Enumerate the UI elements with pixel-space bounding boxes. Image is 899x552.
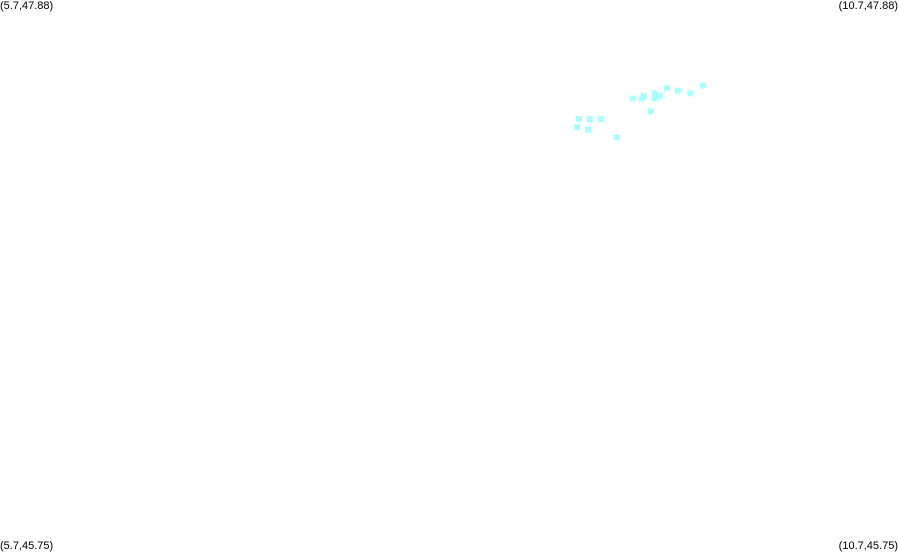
location-marker[interactable] [638,95,645,102]
location-marker[interactable] [629,95,636,102]
location-marker[interactable] [674,87,681,94]
location-marker[interactable] [664,85,671,92]
location-marker[interactable] [613,134,620,141]
corner-label-top-left: (5.7,47.88) [0,0,54,12]
location-marker[interactable] [576,116,582,123]
location-marker[interactable] [647,108,654,115]
corner-label-top-right: (10.7,47.88) [838,0,898,12]
location-marker[interactable] [651,95,658,102]
location-marker[interactable] [651,90,658,97]
location-marker[interactable] [586,116,593,123]
location-marker[interactable] [574,124,581,130]
corner-label-bottom-left: (5.7,45.75) [0,540,54,552]
location-marker[interactable] [687,90,694,97]
location-marker[interactable] [700,82,706,89]
corner-label-bottom-right: (10.7,45.75) [838,540,898,552]
location-marker[interactable] [597,116,604,123]
location-marker[interactable] [656,92,663,99]
location-marker[interactable] [584,126,591,133]
